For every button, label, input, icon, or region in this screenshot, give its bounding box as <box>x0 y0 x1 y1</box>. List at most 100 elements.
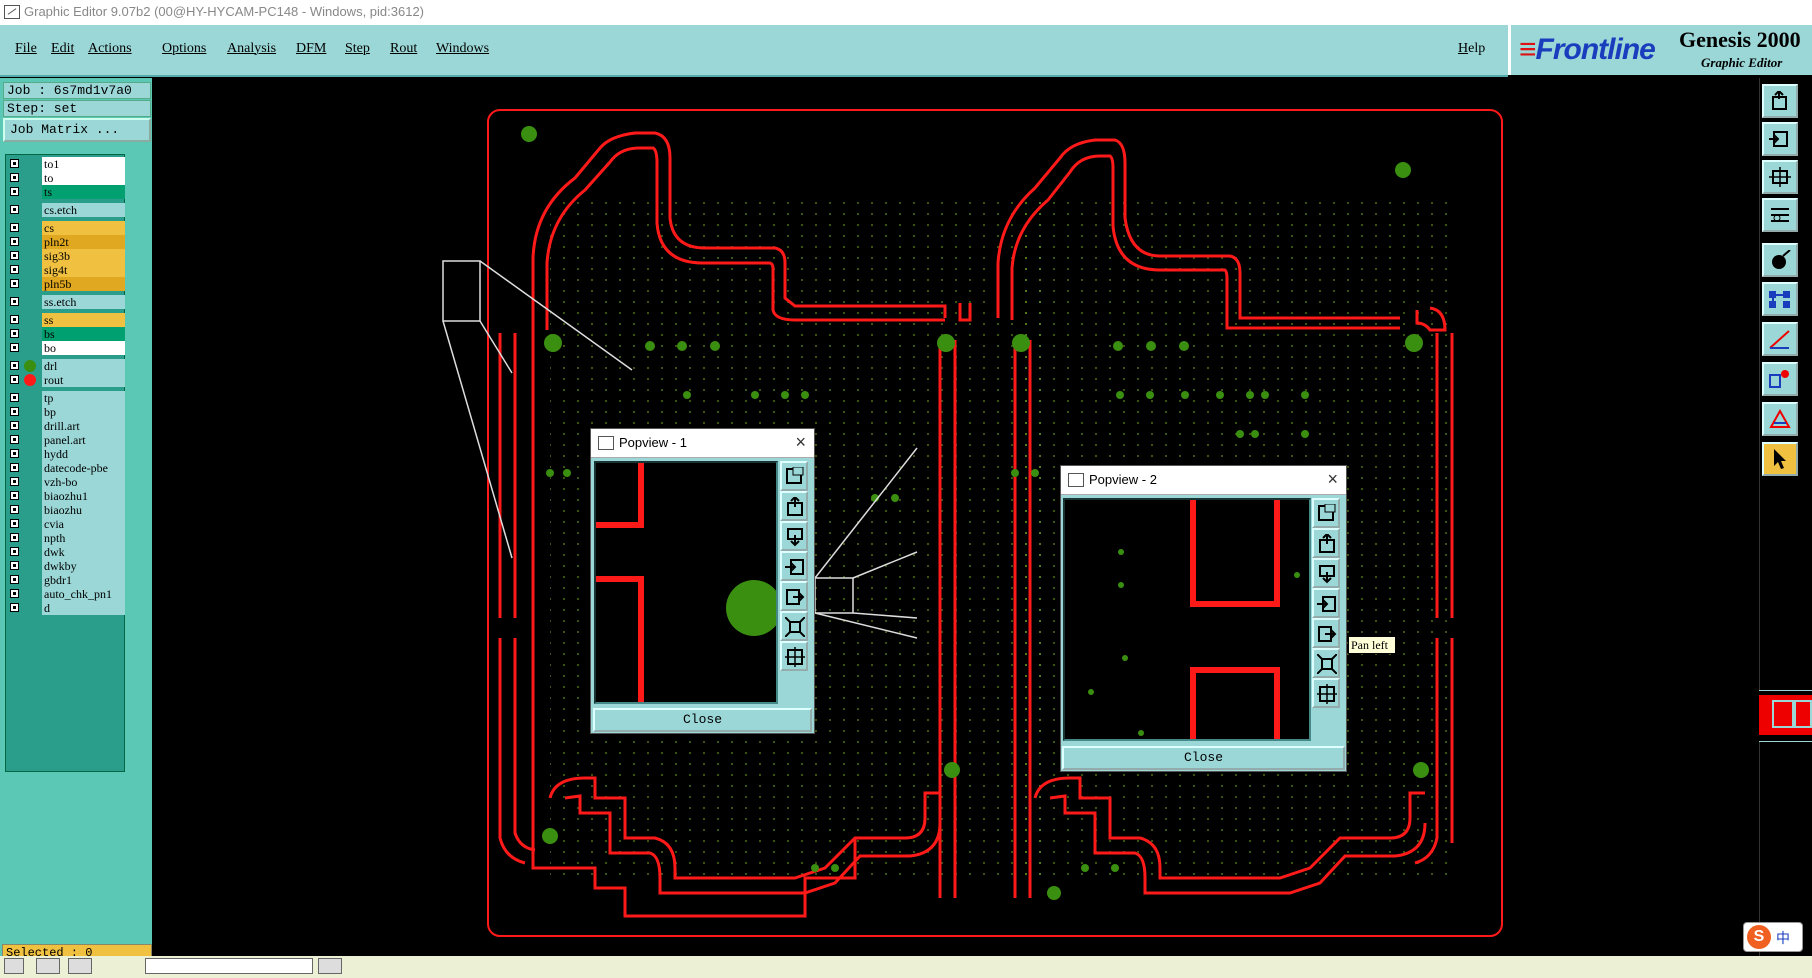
layer-row[interactable]: cvia <box>8 517 126 531</box>
command-field[interactable] <box>145 958 313 974</box>
layer-row[interactable]: sig3b <box>8 249 126 263</box>
fit-all-icon[interactable] <box>1312 678 1340 708</box>
layer-row[interactable]: gbdr1 <box>8 573 126 587</box>
layer-row[interactable]: auto_chk_pn1 <box>8 587 126 601</box>
menu-step[interactable]: Step <box>345 41 370 56</box>
layer-row[interactable]: to1 <box>8 157 126 171</box>
layer-checkbox[interactable] <box>10 421 19 430</box>
layer-row[interactable]: dwk <box>8 545 126 559</box>
layer-row[interactable]: bs <box>8 327 126 341</box>
pan-right-icon[interactable] <box>1312 588 1340 618</box>
layer-checkbox[interactable] <box>10 519 19 528</box>
layer-checkbox[interactable] <box>10 279 19 288</box>
tool-copy-icon[interactable] <box>1762 84 1798 118</box>
layer-row[interactable]: ss.etch <box>8 295 126 309</box>
status-button-1[interactable] <box>4 958 24 974</box>
status-button-4[interactable] <box>318 958 342 974</box>
status-button-2[interactable] <box>36 958 60 974</box>
layer-checkbox[interactable] <box>10 477 19 486</box>
menu-file[interactable]: File <box>15 41 37 56</box>
layer-row[interactable]: vzh-bo <box>8 475 126 489</box>
layer-row[interactable]: ts <box>8 185 126 199</box>
layer-checkbox[interactable] <box>10 603 19 612</box>
graphic-canvas[interactable] <box>155 78 1759 956</box>
popview-1-close-icon[interactable]: × <box>795 432 806 452</box>
layer-checkbox[interactable] <box>10 297 19 306</box>
job-matrix-button[interactable]: Job Matrix ... <box>3 118 151 142</box>
layer-checkbox[interactable] <box>10 343 19 352</box>
layer-checkbox[interactable] <box>10 265 19 274</box>
tool-select-icon[interactable] <box>1762 442 1798 476</box>
layer-checkbox[interactable] <box>10 187 19 196</box>
popview-2-close-button[interactable]: Close <box>1062 746 1345 770</box>
layer-checkbox[interactable] <box>10 361 19 370</box>
menu-edit[interactable]: Edit <box>51 41 75 56</box>
ime-indicator[interactable]: S 中 <box>1743 922 1803 952</box>
menu-actions[interactable]: Actions <box>88 41 132 56</box>
tool-line-icon[interactable] <box>1762 322 1798 356</box>
layer-row[interactable]: rout <box>8 373 126 387</box>
layer-checkbox[interactable] <box>10 237 19 246</box>
menu-help[interactable]: Help <box>1458 41 1486 56</box>
layer-row[interactable]: drl <box>8 359 126 373</box>
popview-2-titlebar[interactable]: Popview - 2 × <box>1061 466 1346 495</box>
layer-checkbox[interactable] <box>10 575 19 584</box>
layer-checkbox[interactable] <box>10 205 19 214</box>
menu-windows[interactable]: Windows <box>436 41 490 56</box>
layer-row[interactable]: datecode-pbe <box>8 461 126 475</box>
zoom-window-icon[interactable] <box>780 461 808 491</box>
popview-2-view[interactable] <box>1063 498 1311 741</box>
layer-checkbox[interactable] <box>10 393 19 402</box>
tool-transform-icon[interactable] <box>1762 198 1798 232</box>
zoom-window-icon[interactable] <box>1312 498 1340 528</box>
menu-rout[interactable]: Rout <box>390 41 418 56</box>
layer-checkbox[interactable] <box>10 407 19 416</box>
layer-checkbox[interactable] <box>10 159 19 168</box>
layer-checkbox[interactable] <box>10 505 19 514</box>
layer-row[interactable]: pln5b <box>8 277 126 291</box>
tool-resize-icon[interactable] <box>1762 160 1798 194</box>
pan-up-icon[interactable] <box>780 491 808 521</box>
layer-row[interactable]: panel.art <box>8 433 126 447</box>
layer-checkbox[interactable] <box>10 561 19 570</box>
zoom-out-icon[interactable] <box>780 611 808 641</box>
layer-row[interactable]: bo <box>8 341 126 355</box>
pan-up-icon[interactable] <box>1312 528 1340 558</box>
layer-checkbox[interactable] <box>10 449 19 458</box>
popview-1-view[interactable] <box>594 461 778 704</box>
tool-move-icon[interactable] <box>1762 122 1798 156</box>
zoom-out-icon[interactable] <box>1312 648 1340 678</box>
layer-checkbox[interactable] <box>10 375 19 384</box>
layer-checkbox[interactable] <box>10 173 19 182</box>
layer-checkbox[interactable] <box>10 329 19 338</box>
layer-row[interactable]: biaozhu1 <box>8 489 126 503</box>
pan-down-icon[interactable] <box>1312 558 1340 588</box>
tool-connect-icon[interactable] <box>1762 282 1798 316</box>
layer-row[interactable]: sig4t <box>8 263 126 277</box>
layer-checkbox[interactable] <box>10 251 19 260</box>
layer-row[interactable]: drill.art <box>8 419 126 433</box>
layer-row[interactable]: d <box>8 601 126 615</box>
layer-row[interactable]: cs <box>8 221 126 235</box>
pan-right-icon[interactable] <box>780 551 808 581</box>
layer-row[interactable]: to <box>8 171 126 185</box>
menu-analysis[interactable]: Analysis <box>227 41 277 56</box>
pan-down-icon[interactable] <box>780 521 808 551</box>
popview-1-titlebar[interactable]: Popview - 1 × <box>591 429 814 458</box>
pan-left-icon[interactable] <box>780 581 808 611</box>
fit-all-icon[interactable] <box>780 641 808 671</box>
layer-checkbox[interactable] <box>10 547 19 556</box>
layer-checkbox[interactable] <box>10 463 19 472</box>
layer-row[interactable]: bp <box>8 405 126 419</box>
layer-checkbox[interactable] <box>10 533 19 542</box>
pan-left-icon[interactable] <box>1312 618 1340 648</box>
layer-checkbox[interactable] <box>10 315 19 324</box>
layer-row[interactable]: pln2t <box>8 235 126 249</box>
tool-polygon-icon[interactable] <box>1762 402 1798 436</box>
menu-options[interactable]: Options <box>162 41 207 56</box>
layer-row[interactable]: npth <box>8 531 126 545</box>
layer-checkbox[interactable] <box>10 223 19 232</box>
layer-row[interactable]: hydd <box>8 447 126 461</box>
layer-row[interactable]: tp <box>8 391 126 405</box>
tool-arc-icon[interactable] <box>1762 362 1798 396</box>
